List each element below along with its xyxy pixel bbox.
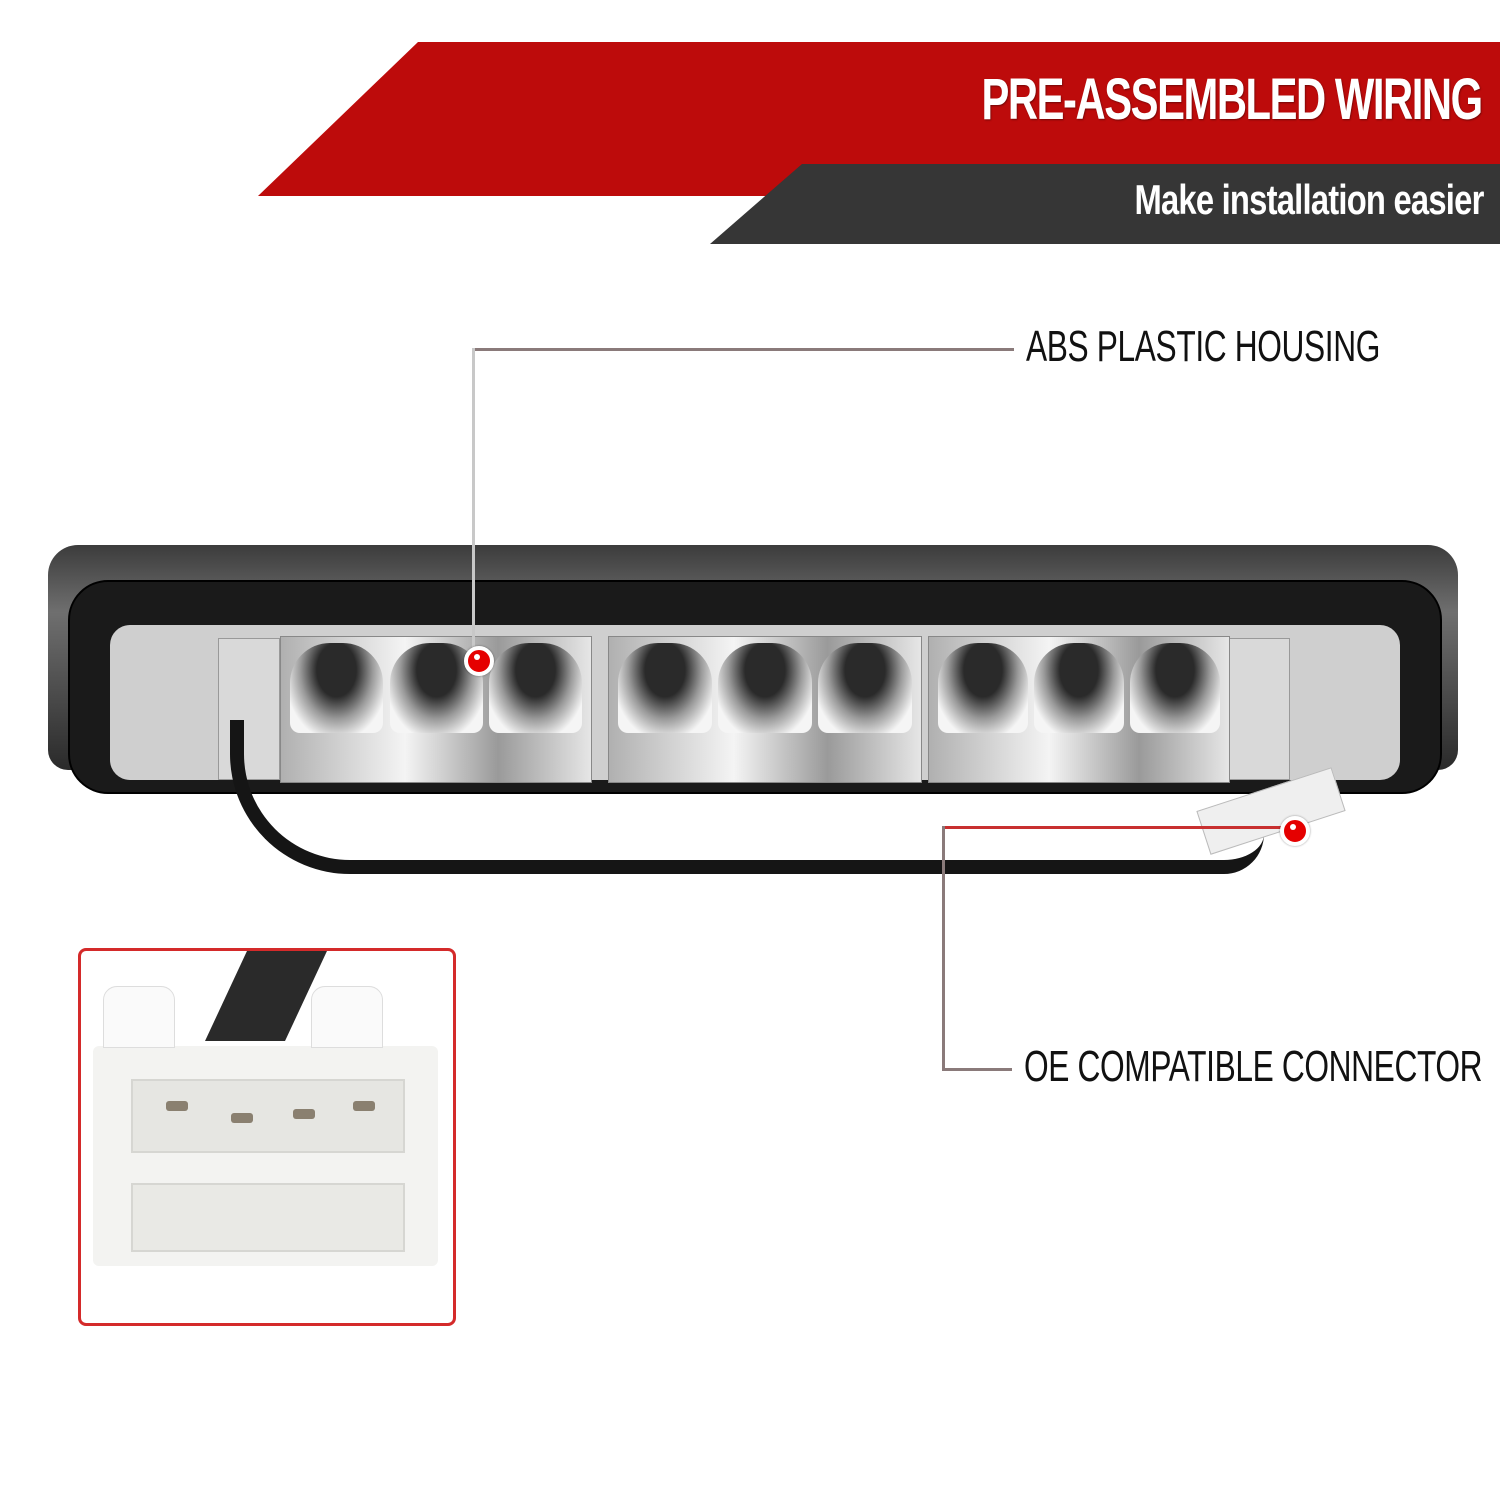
inset-cable bbox=[205, 951, 327, 1041]
pin-1 bbox=[166, 1101, 188, 1111]
inset-latch-left bbox=[103, 986, 175, 1048]
leader-line-housing-h bbox=[472, 348, 1014, 351]
inset-lower-slot bbox=[131, 1183, 405, 1252]
connector-closeup-inset bbox=[78, 948, 456, 1326]
inset-pin-row bbox=[131, 1079, 405, 1153]
wiring-cable bbox=[230, 720, 1264, 874]
housing-marker-dot bbox=[464, 646, 494, 676]
callout-connector-label: OE COMPATIBLE CONNECTOR bbox=[1024, 1042, 1483, 1091]
reflector-block-1 bbox=[280, 636, 592, 783]
connector-marker-dot bbox=[1280, 816, 1310, 846]
pin-4 bbox=[353, 1101, 375, 1111]
inset-latch-right bbox=[311, 986, 383, 1048]
leader-line-connector-h2 bbox=[942, 1068, 1012, 1071]
leader-line-connector-v bbox=[942, 826, 945, 1070]
banner-dark-stripe bbox=[710, 164, 1500, 244]
leader-line-housing-v bbox=[472, 348, 475, 658]
leader-line-connector-h bbox=[942, 826, 1282, 829]
pin-3 bbox=[293, 1109, 315, 1119]
reflector-block-2 bbox=[608, 636, 922, 783]
callout-housing-label: ABS PLASTIC HOUSING bbox=[1026, 322, 1381, 371]
banner-subtitle: Make installation easier bbox=[1134, 176, 1485, 223]
pin-2 bbox=[231, 1113, 253, 1123]
banner-title: PRE-ASSEMBLED WIRING bbox=[981, 67, 1484, 132]
